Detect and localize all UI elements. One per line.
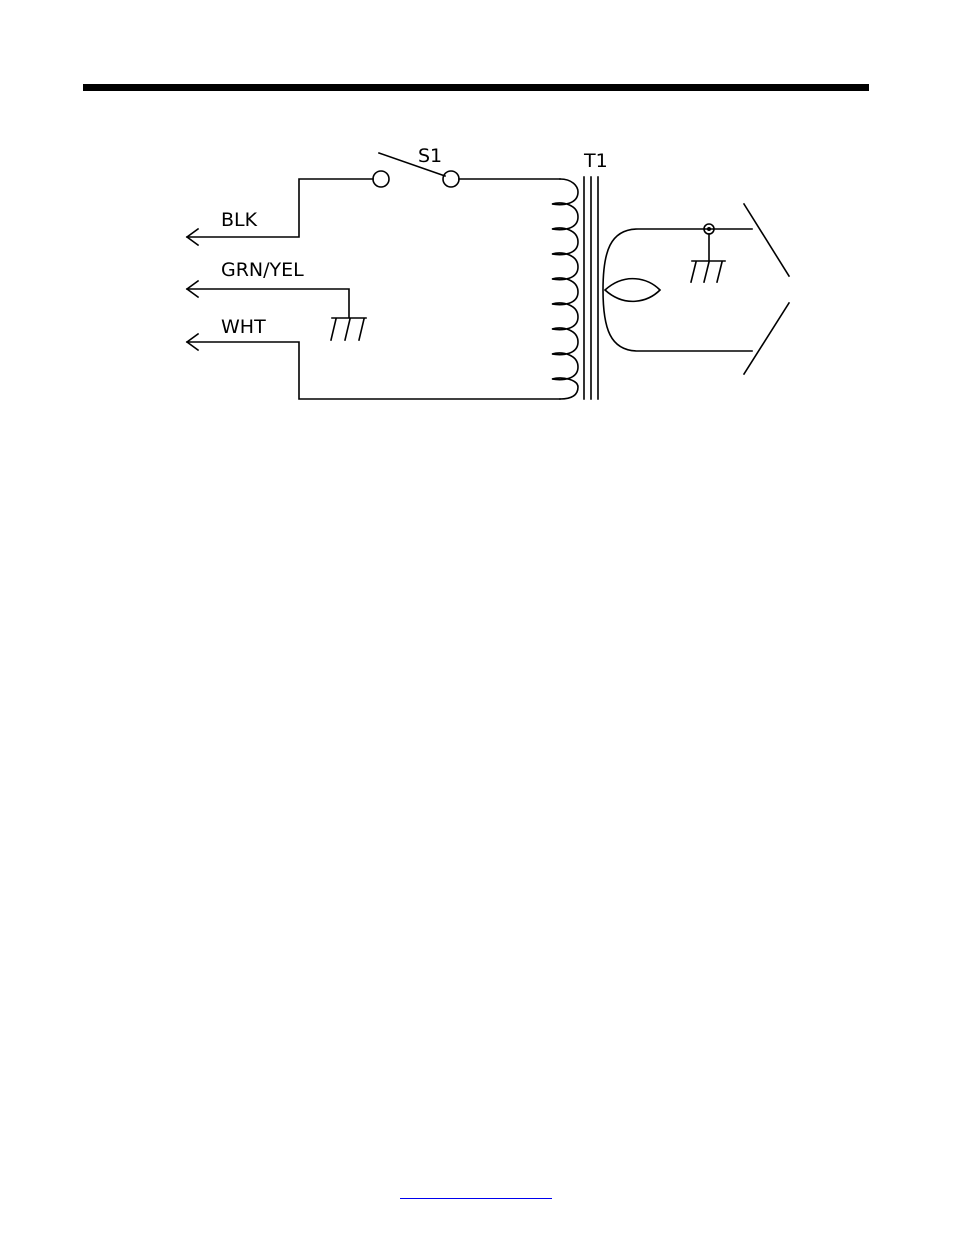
transformer-label: T1 [583, 150, 608, 172]
transformer-secondary-coil [603, 229, 752, 351]
blk-lead [187, 179, 373, 245]
secondary-ground-icon [691, 224, 725, 282]
grn-yel-lead-label: GRN/YEL [221, 259, 304, 281]
wht-lead-label: WHT [221, 316, 266, 338]
wht-lead [187, 334, 560, 399]
footer-link[interactable] [400, 1186, 552, 1199]
switch-s1 [373, 153, 560, 187]
blk-lead-label: BLK [221, 209, 258, 231]
transformer-primary-coil [552, 179, 578, 399]
grn-yel-lead [187, 281, 349, 317]
chassis-ground-icon [331, 318, 366, 340]
transformer-core [584, 177, 598, 399]
switch-label: S1 [418, 145, 442, 167]
